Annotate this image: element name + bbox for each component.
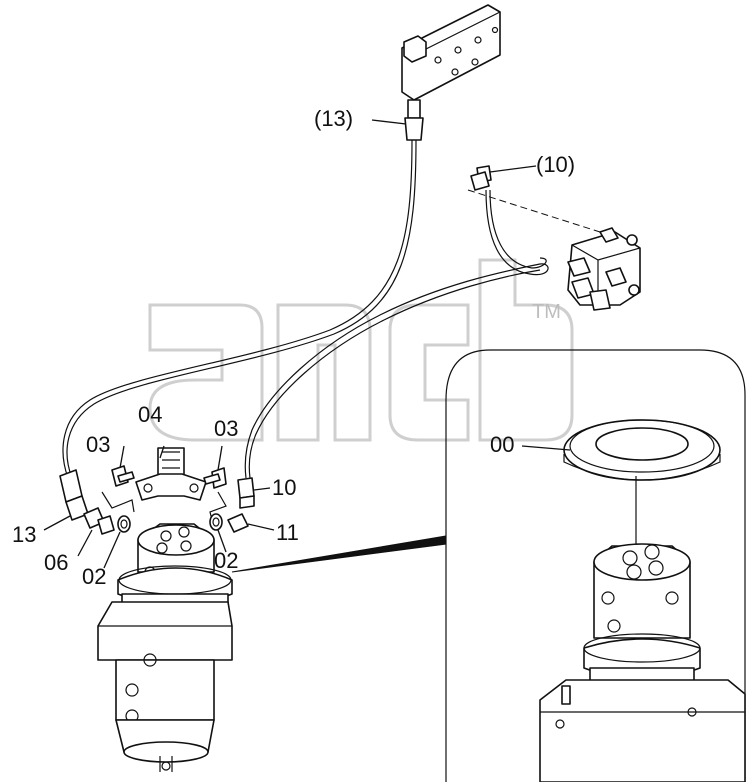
label-03-right: 03 [214,416,238,441]
label-04: 04 [138,402,162,427]
swivel-joint [97,523,233,772]
label-06: 06 [44,550,68,575]
detail-pointer [231,535,447,573]
label-00: 00 [490,432,514,457]
label-02-right: 02 [214,548,238,573]
detail-inset [445,349,746,782]
label-10-paren: (10) [536,152,575,177]
label-13-paren: (13) [314,106,353,131]
hose-10 [237,165,549,509]
label-13: 13 [12,522,36,547]
mounting-bracket [401,4,501,101]
trademark-text: TM [532,301,561,323]
hose-13 [59,99,424,521]
part-labels: (13) (10) 04 03 03 10 13 06 02 02 11 00 [12,106,575,589]
watermark: TM [148,258,574,442]
clamp-assembly [101,447,227,521]
control-valve [467,189,641,311]
label-03-left: 03 [86,432,110,457]
label-02-left: 02 [82,564,106,589]
label-11: 11 [276,520,299,545]
leader-lines [43,119,571,569]
fittings [83,507,249,535]
label-10: 10 [272,475,296,500]
